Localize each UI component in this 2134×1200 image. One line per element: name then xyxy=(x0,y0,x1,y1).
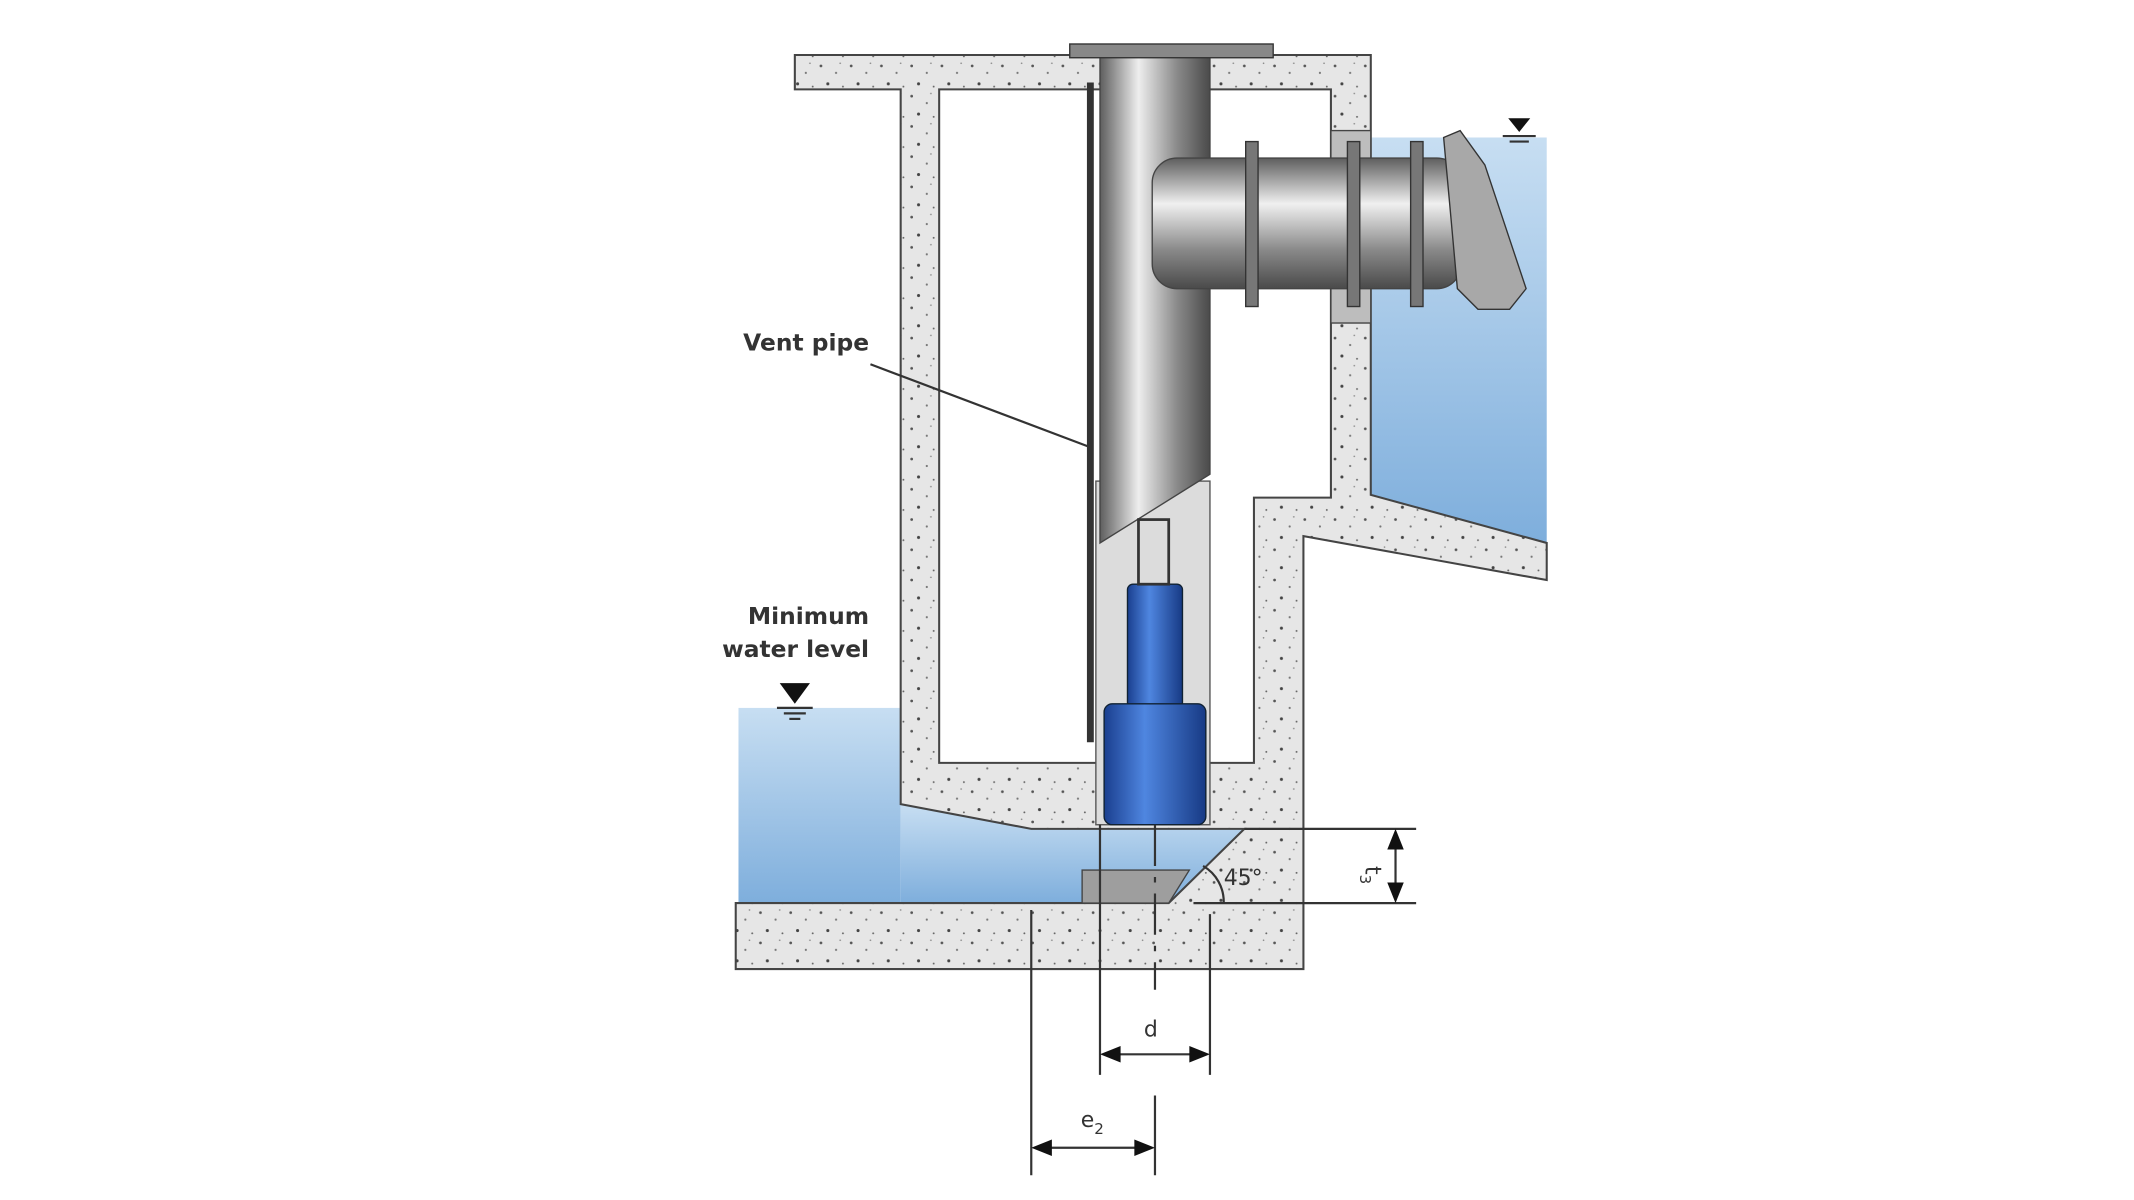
dimension-d: d xyxy=(1098,824,1212,1075)
flange-3 xyxy=(1409,140,1424,308)
pump-seat-plinth xyxy=(1081,869,1191,904)
svg-text:t3: t3 xyxy=(1356,866,1384,884)
min-water-level-label-1: Minimum xyxy=(748,602,869,630)
flap-valve xyxy=(1442,129,1527,310)
dimension-e2: e2 xyxy=(1030,909,1157,1176)
flange-2 xyxy=(1346,140,1361,308)
water-inlet-left xyxy=(738,707,901,904)
pump-motor xyxy=(1126,583,1184,709)
vent-pipe-leader xyxy=(870,363,1090,448)
water-level-symbol-right xyxy=(1502,118,1536,143)
top-flange xyxy=(1069,43,1274,59)
water-level-symbol-left xyxy=(776,683,813,720)
riser-pipe xyxy=(1099,47,1211,545)
dimension-t3: t3 xyxy=(1193,827,1417,905)
min-water-level-label-2: water level xyxy=(722,635,869,663)
svg-text:e2: e2 xyxy=(1081,1108,1104,1138)
flange-1 xyxy=(1245,140,1259,308)
angle-arc xyxy=(1202,865,1225,904)
vent-pipe-label: Vent pipe xyxy=(743,329,869,357)
svg-text:d: d xyxy=(1144,1017,1158,1042)
pump-lifting-bracket xyxy=(1137,518,1171,586)
pump-hydraulic xyxy=(1103,703,1207,826)
angle-label: 45° xyxy=(1224,866,1263,891)
